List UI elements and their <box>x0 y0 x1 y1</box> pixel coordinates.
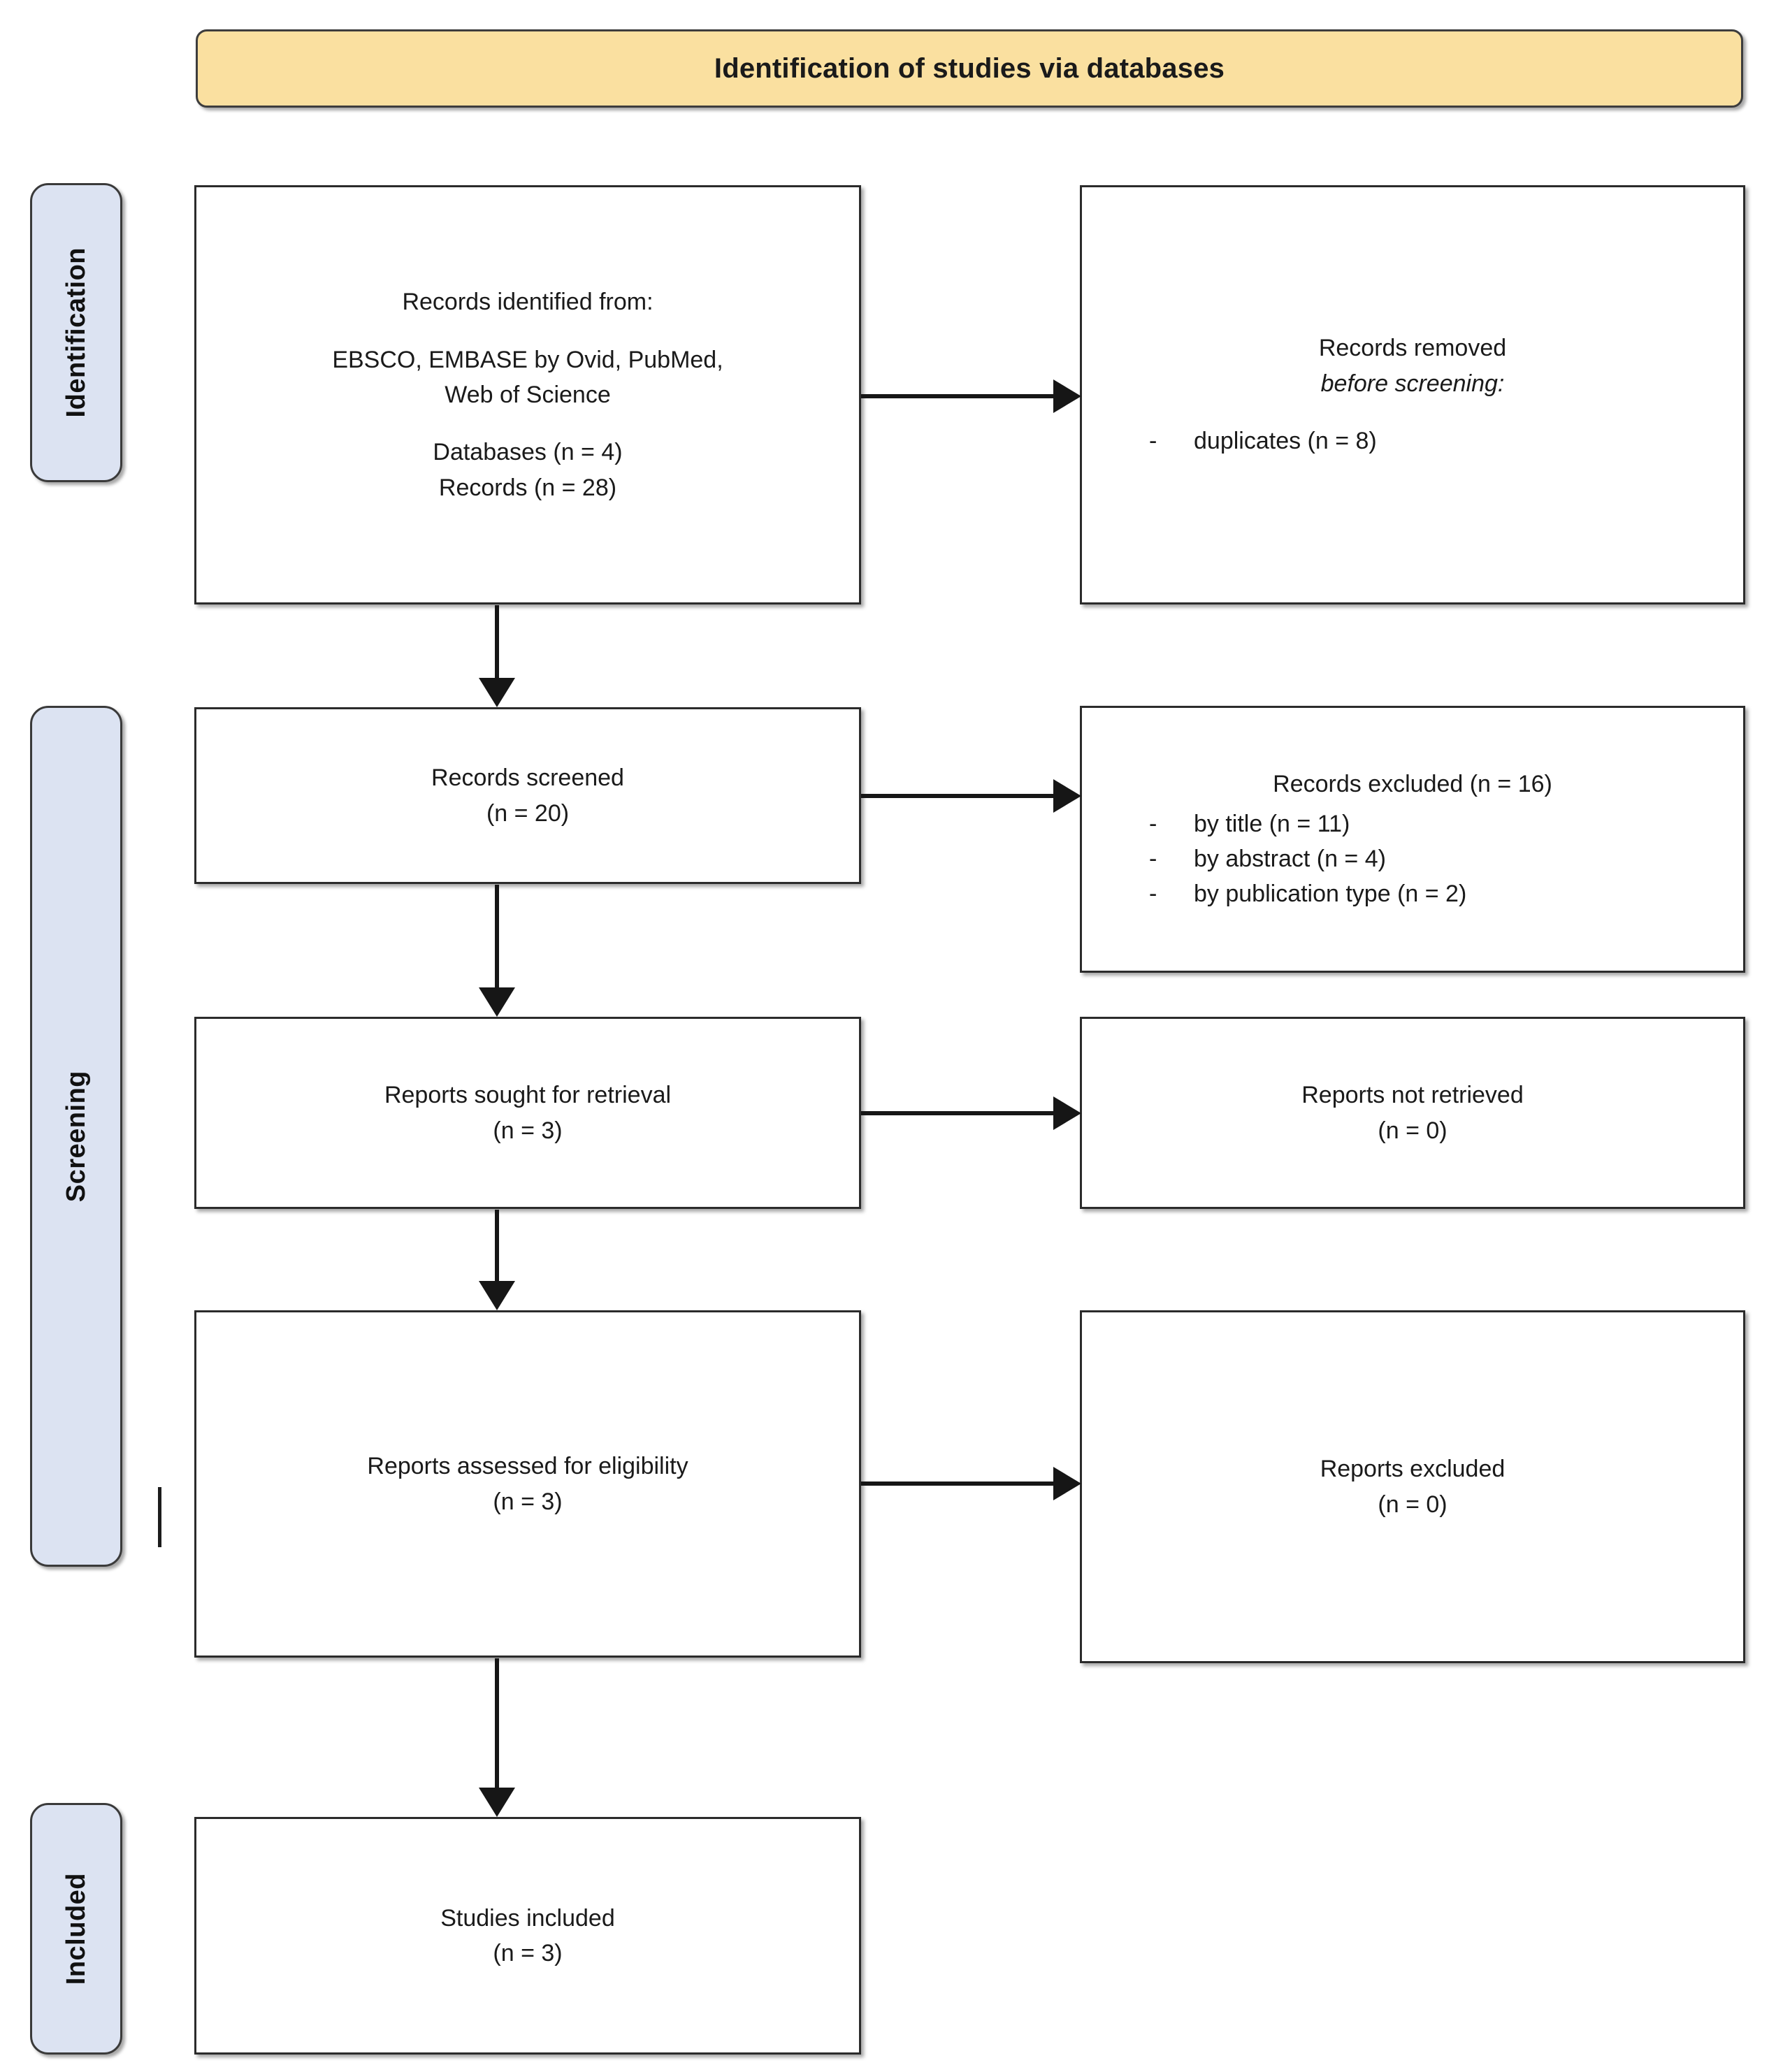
records-excluded-by-abstract: by abstract (n = 4) <box>1194 846 1386 872</box>
stage-label-included: Included <box>30 1803 122 2055</box>
box-records-screened: Records screened (n = 20) <box>194 707 861 884</box>
arrow-shaft <box>495 605 499 679</box>
records-identified-records-count: Records (n = 28) <box>438 474 617 501</box>
arrow-shaft <box>495 885 499 989</box>
arrow-shaft <box>495 1210 499 1282</box>
bullet-dash-icon: - <box>1149 428 1157 455</box>
arrow-head <box>1053 1467 1081 1500</box>
arrow-assessed-to-reports-excluded-icon <box>861 1466 1081 1501</box>
stage-label-included-text: Included <box>61 1872 91 1985</box>
banner-title: Identification of studies via databases <box>714 52 1225 84</box>
arrow-head <box>479 678 515 707</box>
reports-sought-count: (n = 3) <box>493 1117 563 1144</box>
box-records-removed-before-screening: Records removed before screening: - dupl… <box>1080 185 1745 604</box>
records-excluded-by-publication-type: by publication type (n = 2) <box>1194 881 1467 908</box>
arrow-shaft <box>495 1658 499 1789</box>
box-reports-excluded: Reports excluded (n = 0) <box>1080 1310 1745 1663</box>
records-excluded-by-title: by title (n = 11) <box>1194 810 1350 837</box>
records-identified-databases-count: Databases (n = 4) <box>433 439 623 466</box>
records-removed-bullet-duplicates: - duplicates (n = 8) <box>1100 423 1725 458</box>
reports-sought-label: Reports sought for retrieval <box>384 1082 672 1109</box>
records-excluded-bullet-pubtype: - by publication type (n = 2) <box>1100 876 1725 911</box>
spacer <box>1100 401 1725 423</box>
records-removed-line1: Records removed <box>1318 335 1507 362</box>
arrow-head <box>479 1281 515 1310</box>
records-screened-label: Records screened <box>431 765 624 792</box>
arrow-shaft <box>861 1481 1055 1486</box>
arrow-sought-to-not-retrieved-icon <box>861 1096 1081 1131</box>
reports-excluded-count: (n = 0) <box>1378 1491 1447 1518</box>
arrow-identified-to-screened-icon <box>478 605 516 707</box>
stage-label-identification: Identification <box>30 183 122 482</box>
reports-assessed-count: (n = 3) <box>493 1488 563 1515</box>
arrow-head <box>1053 379 1081 413</box>
arrow-shaft <box>861 794 1055 798</box>
bullet-dash-icon: - <box>1149 881 1157 908</box>
records-excluded-bullet-abstract: - by abstract (n = 4) <box>1100 841 1725 876</box>
records-screened-count: (n = 20) <box>486 799 570 827</box>
records-identified-sources-line2: Web of Science <box>445 381 611 408</box>
reports-not-retrieved-count: (n = 0) <box>1378 1117 1447 1144</box>
stage-label-screening: Screening <box>30 706 122 1567</box>
reports-excluded-label: Reports excluded <box>1320 1456 1506 1483</box>
reports-not-retrieved-label: Reports not retrieved <box>1301 1082 1524 1109</box>
box-studies-included: Studies included (n = 3) <box>194 1817 861 2055</box>
box-reports-sought-for-retrieval: Reports sought for retrieval (n = 3) <box>194 1017 861 1209</box>
box-reports-not-retrieved: Reports not retrieved (n = 0) <box>1080 1017 1745 1209</box>
arrow-head <box>1053 1096 1081 1130</box>
records-removed-line2: before screening: <box>1320 370 1505 397</box>
arrow-sought-to-assessed-icon <box>478 1210 516 1310</box>
stray-tick-mark <box>158 1487 161 1547</box>
box-records-identified: Records identified from: EBSCO, EMBASE b… <box>194 185 861 604</box>
records-removed-duplicates-count: duplicates (n = 8) <box>1194 428 1377 455</box>
records-excluded-heading: Records excluded (n = 16) <box>1273 771 1552 798</box>
arrow-head <box>1053 779 1081 813</box>
studies-included-label: Studies included <box>440 1904 615 1932</box>
records-identified-heading: Records identified from: <box>402 288 654 315</box>
stage-label-screening-text: Screening <box>61 1070 91 1203</box>
banner-identification-via-databases: Identification of studies via databases <box>196 29 1743 108</box>
stage-label-identification-text: Identification <box>61 247 91 418</box>
spacer <box>215 412 841 435</box>
bullet-dash-icon: - <box>1149 846 1157 872</box>
box-reports-assessed-for-eligibility: Reports assessed for eligibility (n = 3) <box>194 1310 861 1658</box>
reports-assessed-label: Reports assessed for eligibility <box>367 1453 688 1480</box>
bullet-dash-icon: - <box>1149 810 1157 837</box>
arrow-shaft <box>861 1111 1055 1115</box>
records-identified-sources-line1: EBSCO, EMBASE by Ovid, PubMed, <box>332 346 723 373</box>
records-excluded-bullet-title: - by title (n = 11) <box>1100 806 1725 841</box>
spacer <box>215 319 841 342</box>
arrow-screened-to-sought-icon <box>478 885 516 1017</box>
arrow-assessed-to-included-icon <box>478 1658 516 1817</box>
arrow-head <box>479 987 515 1017</box>
arrow-screened-to-excluded-icon <box>861 778 1081 813</box>
box-records-excluded: Records excluded (n = 16) - by title (n … <box>1080 706 1745 973</box>
arrow-identified-to-removed-icon <box>861 379 1081 414</box>
studies-included-count: (n = 3) <box>493 1940 563 1966</box>
arrow-head <box>479 1788 515 1817</box>
arrow-shaft <box>861 394 1055 398</box>
